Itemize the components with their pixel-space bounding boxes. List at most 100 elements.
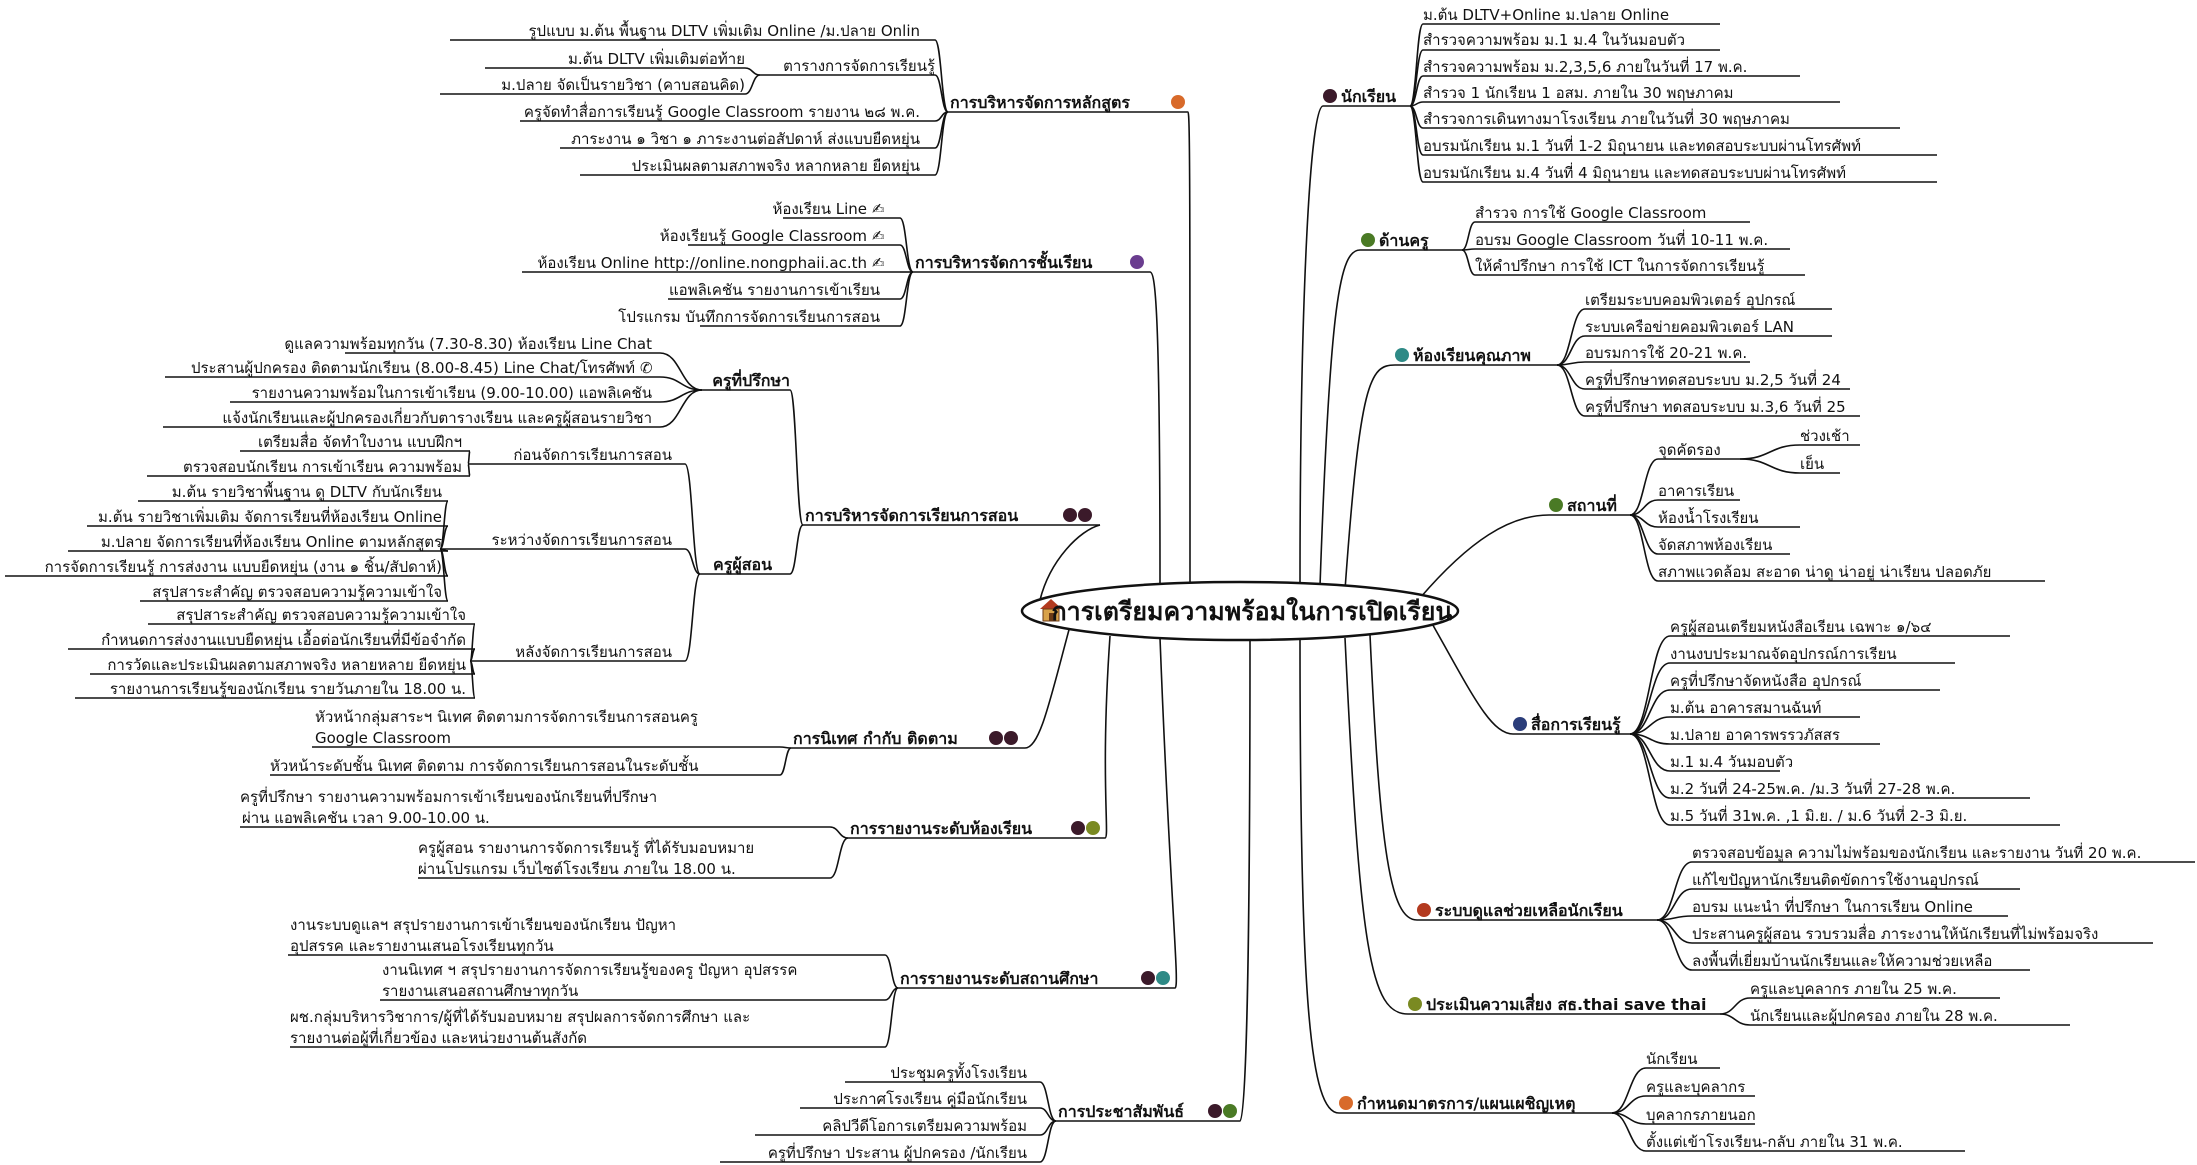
branch-supervision[interactable]: การนิเทศ กำกับ ติดตาม [791,729,1025,749]
branch-risk-assessment[interactable]: ประเมินความเสี่ยง สธ.thai save thai [1408,993,1720,1015]
branch-students-items: ม.ต้น DLTV+Online ม.ปลาย Online สำรวจควา… [1423,6,1861,183]
list-item: อาคารเรียน [1658,482,1734,500]
branch-risk-assessment-items: ครูและบุคลากร ภายใน 25 พ.ค. นักเรียนและผ… [1750,980,1998,1025]
list-item: ประสานครูผู้สอน รวบรวมสื่อ ภาระงานให้นัก… [1692,923,2098,943]
list-item: สรุปสาระสำคัญ ตรวจสอบความรู้ความเข้าใจ [176,606,466,625]
list-item: เตรียมสื่อ จัดทำใบงาน แบบฝึกฯ [258,431,462,451]
branch-measures-plan[interactable]: กำหนดมาตรการ/แผนเผชิญเหตุ [1339,1094,1612,1114]
connector-line [1739,458,1801,474]
list-item: สำรวจ การใช้ Google Classroom [1475,204,1706,222]
list-item: ครูที่ปรึกษาทดสอบระบบ ม.2,5 วันที่ 24 [1585,369,1841,389]
connector-line [1461,221,1476,251]
list-item: งานระบบดูแลฯ สรุปรายงานการเข้าเรียนของนั… [290,916,676,935]
connector-line [779,747,792,776]
branch-student-care[interactable]: ระบบดูแลช่วยเหลือนักเรียน [1417,901,1657,922]
connector-line [899,271,914,327]
badge-8-left [1171,95,1185,109]
list-item: ม.1 ม.4 วันมอบตัว [1670,753,1793,771]
list-item: นักเรียน [1646,1050,1698,1068]
connector-line [1369,634,1418,921]
list-item: ภาระงาน ๑ วิชา ๑ ภาระงานต่อสัปดาห์ ส่งแบ… [571,130,920,149]
connector-line [744,74,761,95]
connector-line [1556,335,1586,366]
list-item: รายงานต่อผู้ที่เกี่ยวข้อง และหน่วยงานต้น… [290,1027,587,1047]
connector-line [684,463,701,575]
connector-lines [5,23,2195,1163]
connector-line [1611,1067,1647,1114]
list-item: คลิปวีดีโอการเตรียมความพร้อม [822,1117,1027,1135]
list-item: ตั้งแต่เข้าโรงเรียน-กลับ ภายใน 31 พ.ค. [1646,1131,1903,1151]
list-item: ระหว่างจัดการเรียนการสอน [492,531,672,549]
branch-public-relations-label: การประชาสัมพันธ์ [1058,1102,1184,1121]
branch-learning-media[interactable]: สื่อการเรียนรู้ [1513,713,1630,736]
connector-line [1299,639,1340,1114]
connector-line [1556,364,1586,390]
list-item: แอพลิเคชัน รายงานการเข้าเรียน [669,281,880,299]
list-item: สำรวจความพร้อม ม.2,3,5,6 ภายในวันที่ 17 … [1423,56,1747,76]
list-item: ม.ต้น รายวิชาพื้นฐาน ดู DLTV กับนักเรียน [172,481,442,501]
list-item: ก่อนจัดการเรียนการสอน [513,446,672,464]
branch-location[interactable]: สถานที่ [1549,494,1630,516]
connector-line [1409,105,1424,183]
svg-text:✍: ✍ [872,227,885,245]
connector-line [1656,861,1693,921]
list-item: ม.ต้น รายวิชาเพิ่มเติม จัดการเรียนที่ห้อ… [98,506,442,526]
list-item: ตารางการจัดการเรียนรู้ [783,57,935,75]
branch-curriculum[interactable]: การบริหารจัดการหลักสูตร [948,93,1188,114]
badge-13b [1156,971,1170,985]
connector-line [1344,637,1409,1015]
badge-12a [1071,821,1085,835]
list-item: บุคลากรภายนอก [1646,1106,1756,1125]
branch-school-reporting[interactable]: การรายงานระดับสถานศึกษา [898,969,1175,989]
list-item: อุปสรรค และรายงานเสนอโรงเรียนทุกวัน [290,937,554,956]
list-item: ครูและบุคลากร ภายใน 25 พ.ค. [1750,980,1957,999]
connector-line [1344,364,1396,591]
branch-quality-classroom[interactable]: ห้องเรียนคุณภาพ [1395,346,1557,366]
list-item: ครูผู้สอนเตรียมหนังสือเรียน เฉพาะ ๑/๖๔ [1670,618,1931,636]
branch-classroom-management[interactable]: การบริหารจัดการชั้นเรียน [913,250,1150,273]
svg-text:✍: ✍ [872,200,885,218]
branch-teachers-label: ด้านครู [1379,231,1429,252]
list-item: นักเรียนและผู้ปกครอง ภายใน 28 พ.ค. [1750,1007,1998,1025]
badge-3 [1395,348,1409,362]
connector-line [1159,637,1178,989]
connector-line [1299,105,1324,585]
list-item: หัวหน้ากลุ่มสาระฯ นิเทศ ติดตามการจัดการเ… [315,708,698,727]
badge-10a [1063,508,1077,522]
list-item: รูปแบบ ม.ต้น พื้นฐาน DLTV เพิ่มเติม Onli… [528,20,920,40]
branch-quality-classroom-label: ห้องเรียนคุณภาพ [1413,346,1531,366]
branch-public-relations-items: ประชุมครูทั้งโรงเรียน ประกาศโรงเรียน คู่… [768,1062,1027,1162]
connector-line [829,837,849,879]
connector-line [1629,514,1659,582]
branch-classroom-reporting[interactable]: การรายงานระดับห้องเรียน [848,819,1105,839]
branch-teaching-management[interactable]: การบริหารจัดการเรียนการสอน [803,506,1100,526]
connector-line [1429,619,1514,735]
list-item: ลงพื้นที่เยี่ยมบ้านนักเรียนและให้ความช่ว… [1692,950,1992,970]
badge-11a [989,731,1003,745]
connector-line [1556,364,1586,417]
list-item: การจัดการเรียนรู้ การส่งงาน แบบยืดหยุ่น … [45,556,442,577]
connector-line [1629,635,1671,735]
list-item: รายงานความพร้อมในการเข้าเรียน (9.00-10.0… [252,384,652,402]
branch-classroom-management-items: ห้องเรียน Line ห้องเรียนรู้ Google Class… [538,200,880,326]
connector-line [1039,1120,1057,1163]
branch-measures-plan-label: กำหนดมาตรการ/แผนเผชิญเหตุ [1357,1094,1576,1114]
connector-line [744,67,761,76]
list-item: สภาพแวดล้อม สะอาด น่าดู น่าอยู่ น่าเรียน… [1658,563,1991,581]
list-item: อบรม แนะนำ ที่ปรึกษา ในการเรียน Online [1692,896,1973,916]
branch-supervision-label: การนิเทศ กำกับ ติดตาม [793,729,958,748]
list-item: ประชุมครูทั้งโรงเรียน [890,1062,1027,1083]
list-item: กำหนดการส่งงานแบบยืดหยุ่น เอื้อต่อนักเรี… [101,629,466,650]
connector-line [1024,625,1071,749]
list-item: เตรียมระบบคอมพิวเตอร์ อุปกรณ์ [1585,291,1795,310]
list-item: หลังจัดการเรียนการสอน [515,643,672,661]
badge-13a [1141,971,1155,985]
badge-2 [1361,233,1375,247]
branch-public-relations[interactable]: การประชาสัมพันธ์ [1056,1102,1240,1122]
branch-teachers[interactable]: ด้านครู [1360,231,1462,252]
central-topic[interactable]: การเตรียมความพร้อมในการเปิดเรียน [1020,580,1460,642]
connector-line [1611,1112,1647,1152]
list-item: จุดคัดรอง [1658,441,1721,460]
connector-line [1187,111,1191,585]
branch-students[interactable]: นักเรียน [1323,87,1410,107]
